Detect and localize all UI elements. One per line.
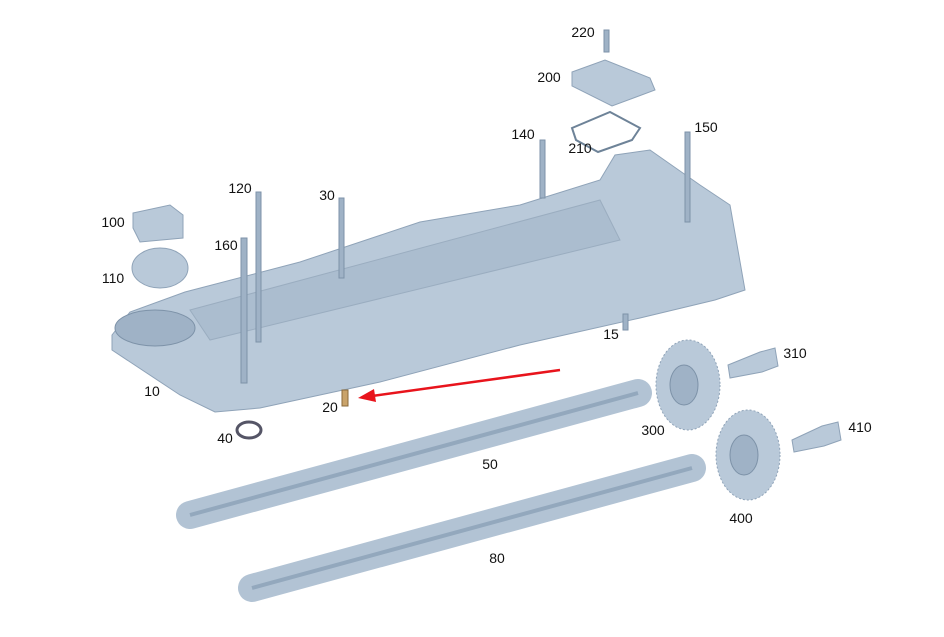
gear-300-hub: [669, 364, 699, 406]
callout-400[interactable]: 400: [729, 510, 753, 526]
bolt-30[interactable]: [338, 197, 345, 279]
callout-200[interactable]: 200: [537, 69, 561, 85]
pin-15[interactable]: [622, 313, 629, 331]
callout-210[interactable]: 210: [568, 140, 592, 156]
callout-140[interactable]: 140: [511, 126, 535, 142]
callout-40[interactable]: 40: [217, 430, 233, 446]
callout-80[interactable]: 80: [489, 550, 505, 566]
oil-filler-cap-100[interactable]: [132, 204, 184, 243]
highlight-arrow: [371, 368, 561, 398]
cover-ridge: [189, 199, 621, 341]
bolt-220[interactable]: [603, 29, 610, 53]
callout-300[interactable]: 300: [641, 422, 665, 438]
oil-filler-neck: [114, 309, 196, 347]
gasket-210[interactable]: [570, 110, 642, 154]
bolt-310[interactable]: [727, 347, 779, 379]
camshaft-50-core: [189, 391, 639, 517]
callout-220[interactable]: 220: [571, 24, 595, 40]
callout-310[interactable]: 310: [783, 345, 807, 361]
bolt-120[interactable]: [255, 191, 262, 343]
callout-160[interactable]: 160: [214, 237, 238, 253]
stud-160[interactable]: [240, 237, 248, 384]
cover-plate-200[interactable]: [571, 59, 656, 107]
highlight-arrowhead: [358, 389, 376, 402]
gear-400-hub: [729, 434, 759, 476]
sleeve-20[interactable]: [341, 389, 349, 407]
callout-120[interactable]: 120: [228, 180, 252, 196]
callout-150[interactable]: 150: [694, 119, 718, 135]
bolt-140[interactable]: [539, 139, 546, 199]
seal-ring-40[interactable]: [235, 420, 263, 440]
callout-30[interactable]: 30: [319, 187, 335, 203]
callout-20[interactable]: 20: [322, 399, 338, 415]
bolt-150[interactable]: [684, 131, 691, 223]
callout-110[interactable]: 110: [101, 270, 125, 286]
callout-10[interactable]: 10: [144, 383, 160, 399]
callout-50[interactable]: 50: [482, 456, 498, 472]
callout-15[interactable]: 15: [603, 326, 619, 342]
callout-410[interactable]: 410: [848, 419, 872, 435]
callout-100[interactable]: 100: [101, 214, 125, 230]
filler-neck-110[interactable]: [131, 247, 189, 289]
bolt-410[interactable]: [791, 421, 842, 453]
camshaft-80-core: [251, 466, 693, 590]
